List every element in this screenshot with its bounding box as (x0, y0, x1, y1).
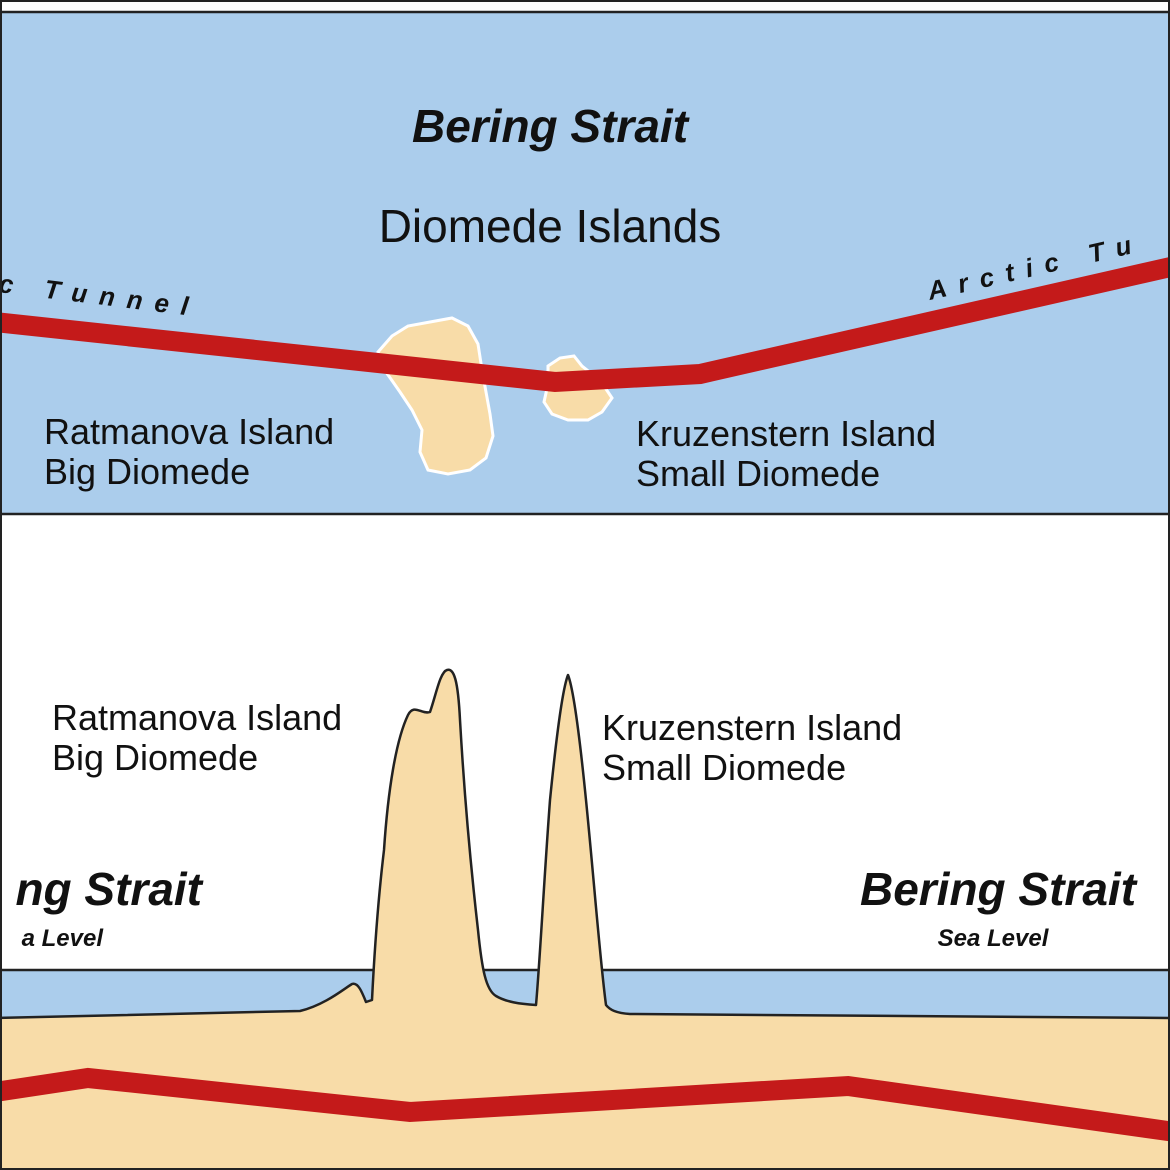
profile-small-island-alt-name: Small Diomede (602, 747, 846, 788)
profile-big-island-alt-name: Big Diomede (52, 737, 258, 778)
profile-big-island-name: Ratmanova Island (52, 697, 342, 738)
map-view-panel: Bering Strait Diomede Islands c Tunnel A… (0, 10, 1170, 516)
profile-left-sea-level: a Level (22, 925, 105, 952)
arctic-tunnel-route-profile (0, 1067, 1170, 1142)
profile-left-title: ng Strait (15, 863, 203, 915)
map-sea (0, 10, 1170, 516)
map-subtitle: Diomede Islands (379, 200, 722, 252)
map-small-island-name: Kruzenstern Island (636, 413, 936, 454)
profile-small-island-name: Kruzenstern Island (602, 707, 902, 748)
map-big-island-name: Ratmanova Island (44, 411, 334, 452)
profile-right-sea-level: Sea Level (938, 925, 1050, 952)
profile-right-title: Bering Strait (860, 863, 1138, 915)
profile-view-panel: Ratmanova Island Big Diomede Kruzenstern… (0, 668, 1170, 1170)
map-title: Bering Strait (412, 100, 690, 152)
seabed-profile (0, 668, 1170, 1170)
arctic-tunnel-route-map (0, 256, 1170, 393)
map-big-island-alt-name: Big Diomede (44, 451, 250, 492)
map-small-island-alt-name: Small Diomede (636, 453, 880, 494)
